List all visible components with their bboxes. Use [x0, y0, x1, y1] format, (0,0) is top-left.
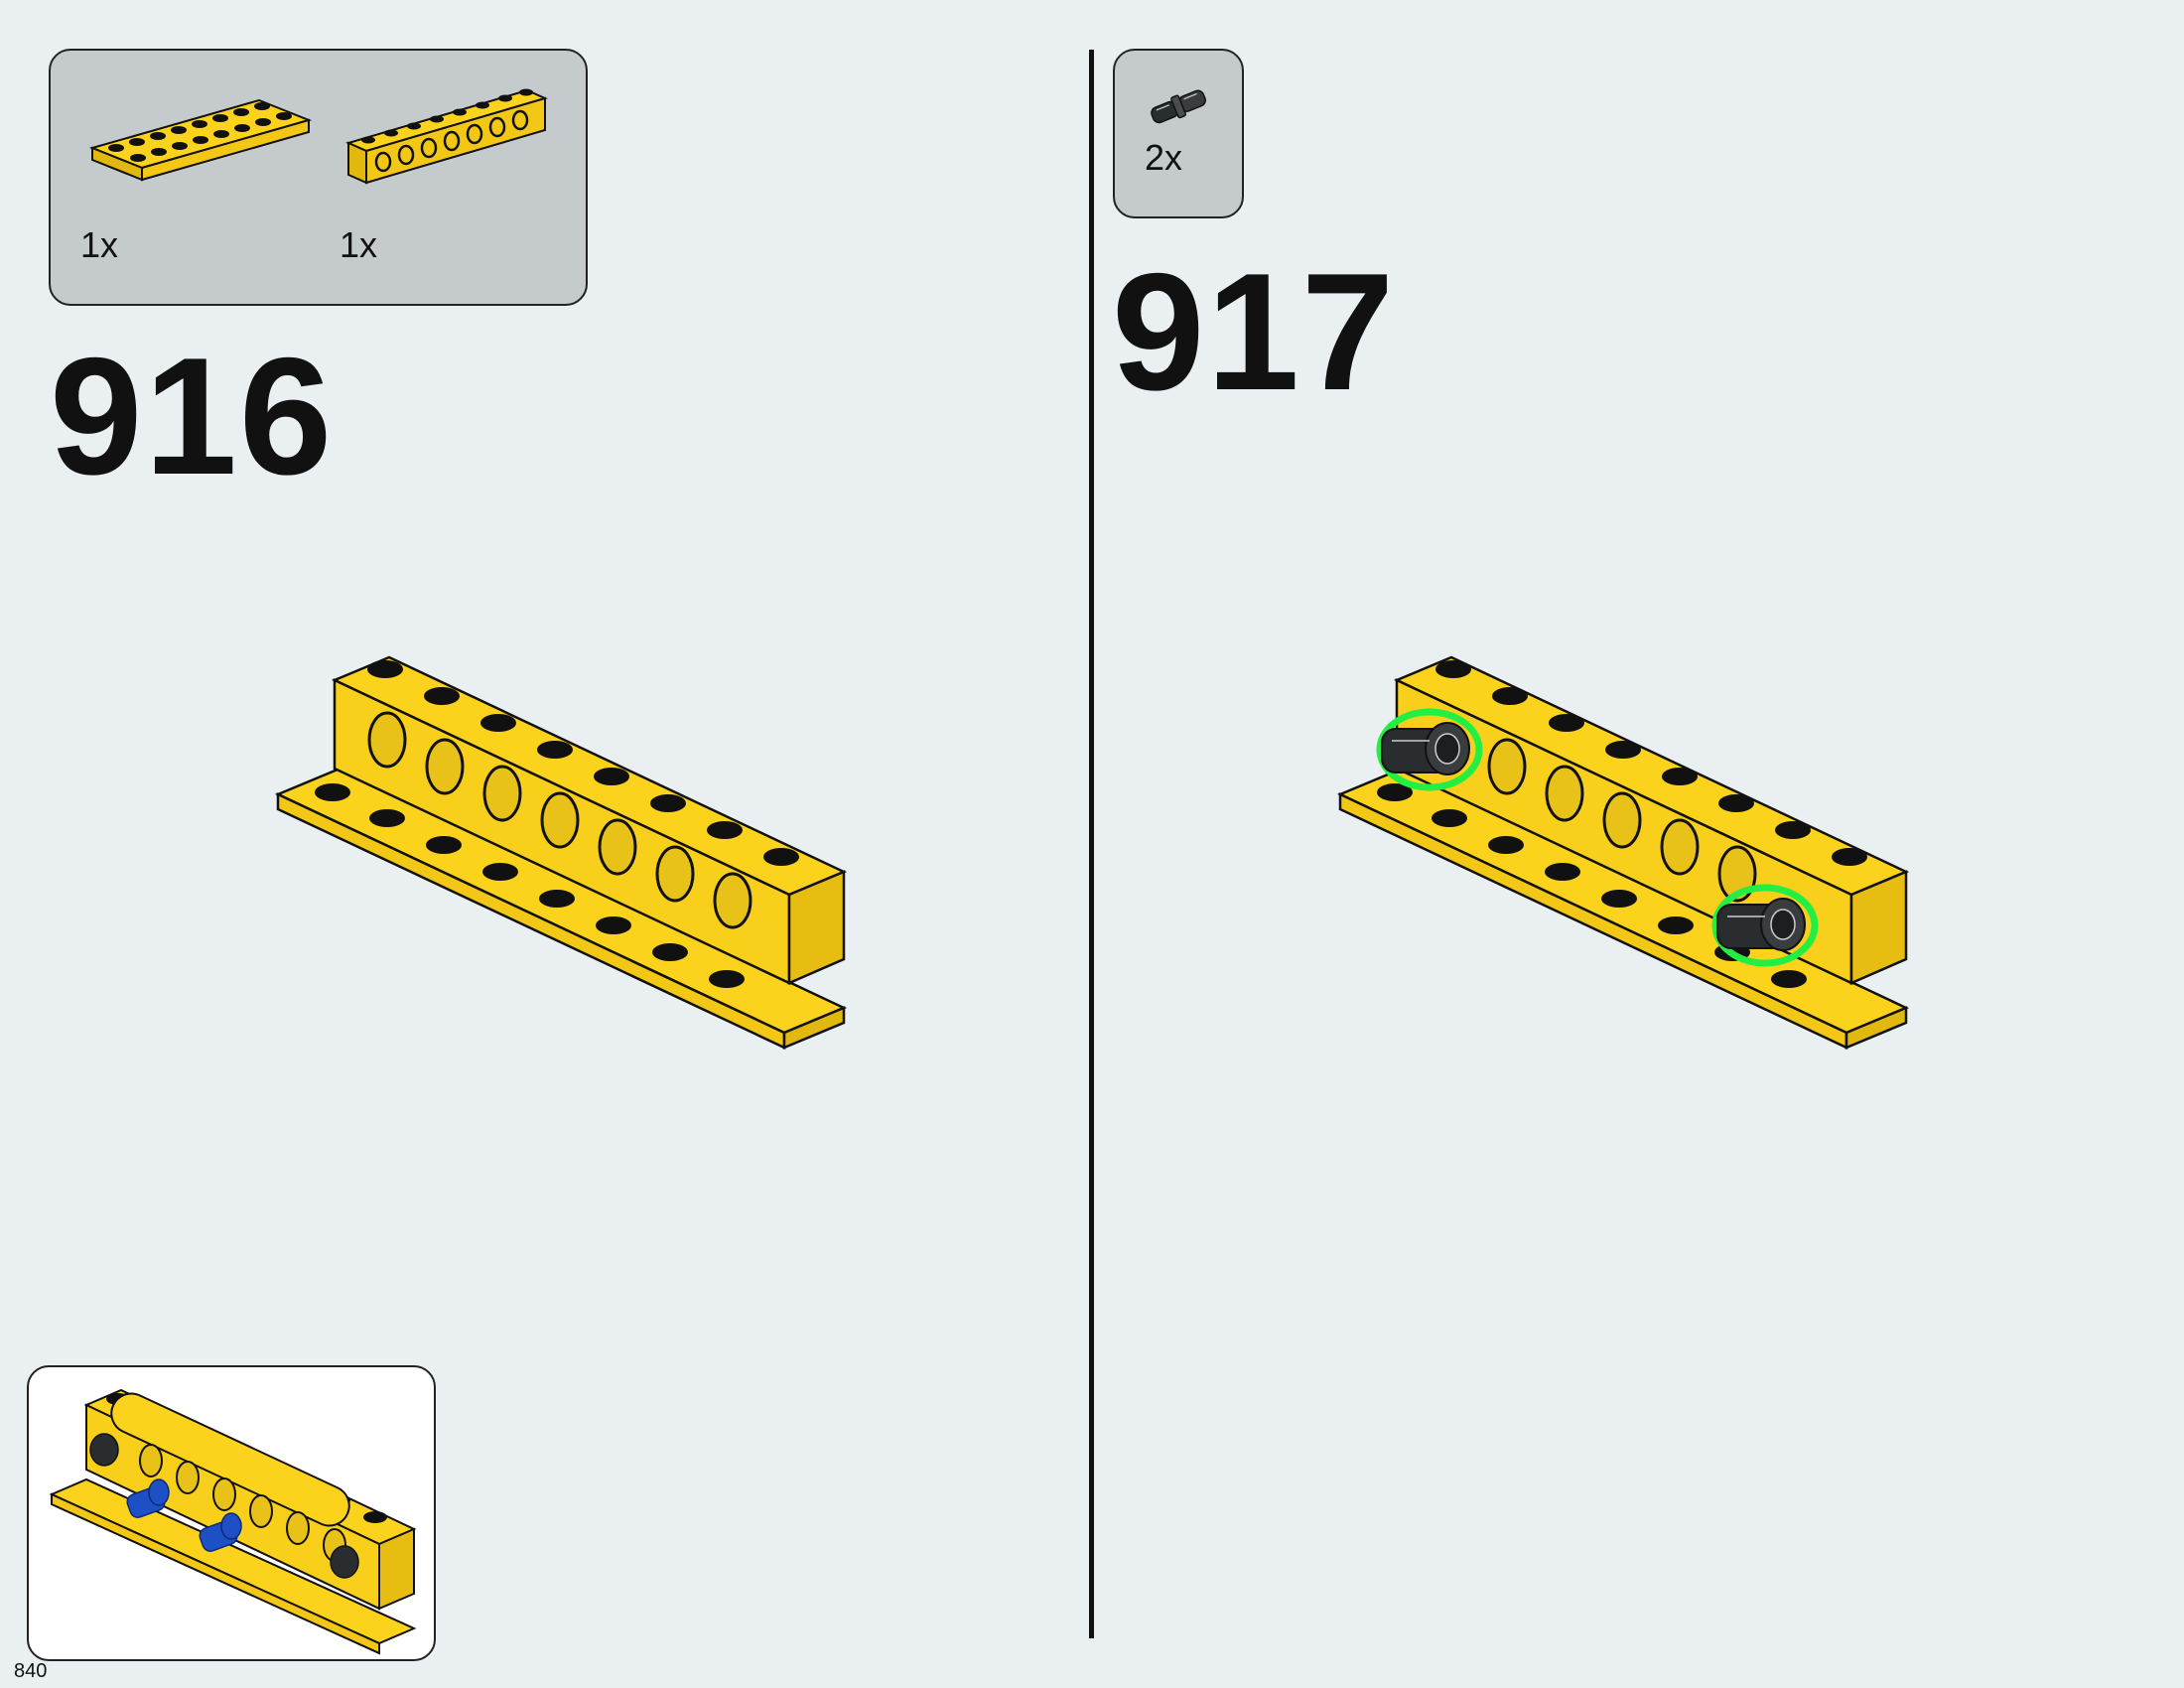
- step-916-model-icon: [274, 655, 848, 1050]
- yellow-technic-brick-1x8-icon: [345, 88, 548, 185]
- step-917-model-icon: [1336, 655, 1910, 1050]
- step-number-916: 916: [50, 323, 335, 509]
- page-number: 840: [14, 1660, 48, 1682]
- step-number-917: 917: [1112, 238, 1397, 425]
- parts-callout-916: 1x 1x: [49, 49, 588, 306]
- parts-callout-917: 2x: [1113, 49, 1244, 218]
- yellow-2x8-plate-icon: [88, 98, 313, 182]
- part-quantity: 1x: [80, 224, 119, 265]
- part-quantity: 2x: [1145, 137, 1183, 178]
- submodel-assembly-icon: [49, 1388, 417, 1655]
- black-friction-pin-icon: [1151, 89, 1206, 124]
- page-divider: [1089, 50, 1094, 1638]
- part-quantity: 1x: [340, 224, 378, 265]
- friction-pin-icon: [1711, 884, 1819, 967]
- submodel-preview: [27, 1365, 436, 1661]
- friction-pin-icon: [1376, 708, 1483, 791]
